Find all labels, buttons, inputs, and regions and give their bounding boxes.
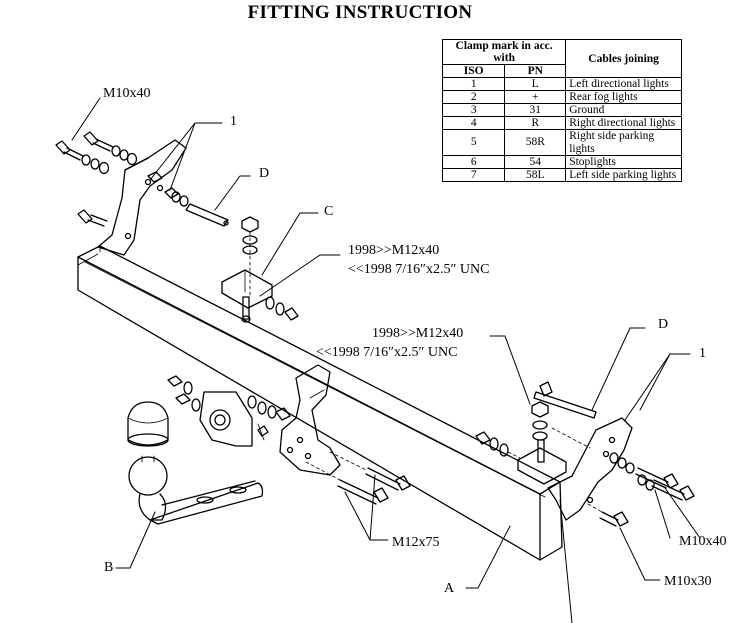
clamp-right xyxy=(475,401,591,485)
cable-cell: Left side parking lights xyxy=(565,167,682,182)
label-bolt-c-old: <<1998 7/16″x2.5″ UNC xyxy=(348,262,490,277)
table-row: 6 54 Stoplights xyxy=(441,154,682,169)
table-row: 7 58L Left side parking lights xyxy=(441,167,682,182)
label-bolt-c-new: 1998>>M12x40 xyxy=(348,243,440,258)
label-m12x75: M12x75 xyxy=(392,535,440,550)
left-bracket xyxy=(97,139,187,256)
table-row: 5 58R Right side parking lights xyxy=(441,129,682,156)
header-clamp-mark: Clamp mark in acc. with xyxy=(441,38,567,66)
header-iso: ISO xyxy=(441,64,506,79)
label-m10x40-right: M10x40 xyxy=(679,534,727,549)
label-m10x40-top: M10x40 xyxy=(103,86,151,101)
table-row: 3 31 Ground xyxy=(441,103,682,118)
label-b: B xyxy=(104,560,114,575)
pn-cell: R xyxy=(504,116,567,131)
iso-cell: 1 xyxy=(441,77,506,92)
iso-cell: 4 xyxy=(441,116,506,131)
leader-lines xyxy=(71,97,701,623)
cables-legend-table: Clamp mark in acc. with Cables joining I… xyxy=(441,38,682,182)
bracket-d-left xyxy=(185,203,229,227)
label-d-left: D xyxy=(259,166,270,181)
pn-cell: 58R xyxy=(504,129,567,156)
iso-cell: 5 xyxy=(441,129,506,156)
label-d-right: D xyxy=(658,317,669,332)
bolts-right xyxy=(587,452,695,527)
pn-cell: + xyxy=(504,90,567,105)
iso-cell: 2 xyxy=(441,90,506,105)
middle-bracket xyxy=(167,364,341,476)
bolts-m12x75 xyxy=(305,451,411,505)
cable-cell: Left directional lights xyxy=(565,77,682,92)
iso-cell: 3 xyxy=(441,103,506,118)
pn-cell: 58L xyxy=(504,167,567,182)
label-1-left: 1 xyxy=(230,114,237,129)
label-bolt-right-old: <<1998 7/16″x2.5″ UNC xyxy=(316,345,458,360)
cable-cell: Ground xyxy=(565,103,682,118)
page-title: FITTING INSTRUCTION xyxy=(247,2,473,23)
iso-cell: 7 xyxy=(441,167,506,182)
table-row: 4 R Right directional lights xyxy=(441,116,682,131)
pn-cell: 54 xyxy=(504,154,567,169)
pn-cell: 31 xyxy=(504,103,567,118)
pn-cell: L xyxy=(504,77,567,92)
table-row: 2 + Rear fog lights xyxy=(441,90,682,105)
cable-cell: Right directional lights xyxy=(565,116,682,131)
label-c: C xyxy=(324,204,334,219)
bolts-top-left xyxy=(55,131,189,227)
clamp-c xyxy=(221,216,299,323)
towball-b xyxy=(127,401,264,525)
header-pn: PN xyxy=(504,64,567,79)
label-bolt-right-new: 1998>>M12x40 xyxy=(372,326,464,341)
label-m10x30: M10x30 xyxy=(664,574,712,589)
crossbar-a xyxy=(77,245,563,561)
label-a: A xyxy=(444,581,455,596)
bracket-d-right xyxy=(533,381,597,419)
header-cables-joining: Cables joining xyxy=(565,38,682,79)
table-row: 1 L Left directional lights xyxy=(441,77,682,92)
iso-cell: 6 xyxy=(441,154,506,169)
cable-cell: Right side parking lights xyxy=(565,129,682,156)
label-1-right: 1 xyxy=(699,346,706,361)
cable-cell: Rear fog lights xyxy=(565,90,682,105)
cable-cell: Stoplights xyxy=(565,154,682,169)
header-clamp-mark-text: Clamp mark in acc. with xyxy=(455,40,553,65)
